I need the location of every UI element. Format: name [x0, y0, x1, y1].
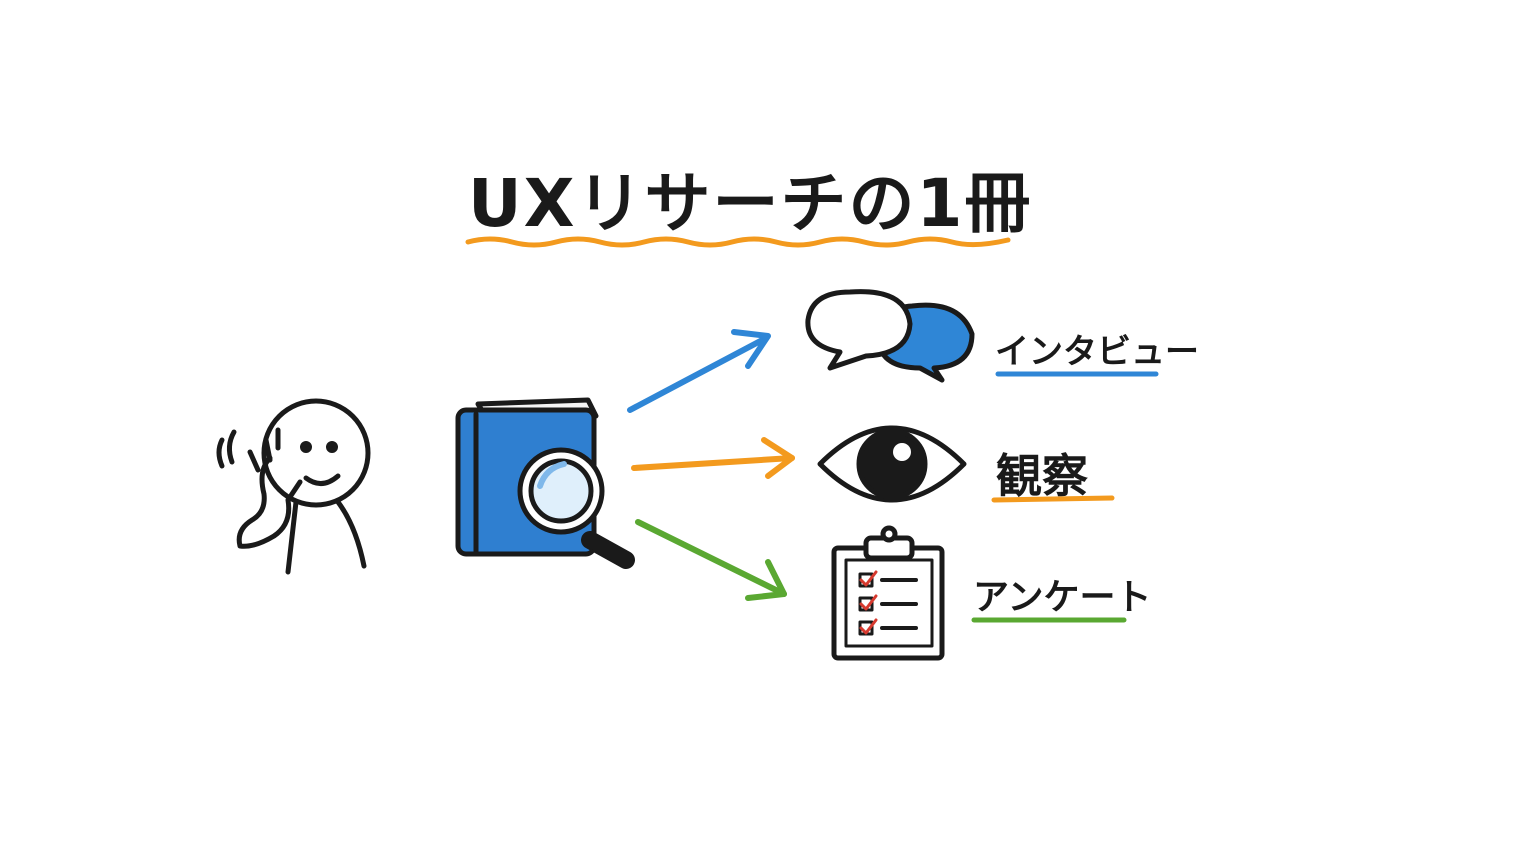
- clipboard-checklist-icon: [831, 525, 945, 661]
- page-title: UXリサーチの1冊: [468, 165, 1033, 242]
- arrow-to-observation: [631, 437, 795, 479]
- observation-underline: [991, 495, 1115, 503]
- arrow-to-interview: [627, 329, 771, 413]
- title-underline: [465, 236, 1011, 248]
- eye-icon: [817, 425, 967, 503]
- method-label-survey: アンケート: [973, 577, 1152, 618]
- method-label-interview: インタビュー: [995, 332, 1199, 372]
- book-magnifier-icon: [455, 397, 635, 569]
- arrow-to-survey: [635, 519, 787, 601]
- speech-bubbles-icon: [805, 289, 975, 383]
- method-label-observation: 観察: [996, 449, 1088, 503]
- person-listening-icon: [216, 398, 371, 575]
